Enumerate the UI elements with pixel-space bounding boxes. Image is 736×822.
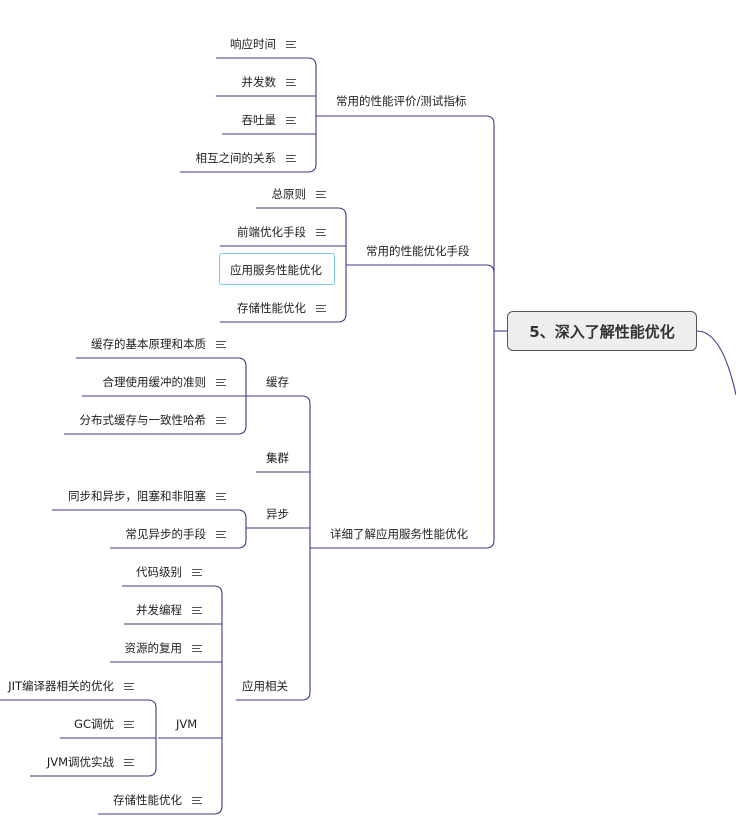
topic-label: 前端优化手段 xyxy=(237,225,306,239)
topic-storage-optimization[interactable]: 存储性能优化 xyxy=(200,301,326,315)
root-topic[interactable]: 5、深入了解性能优化 xyxy=(507,311,697,351)
topic-app-storage-optimization[interactable]: 存储性能优化 xyxy=(60,793,202,807)
topic-concurrency[interactable]: 并发数 xyxy=(180,75,296,89)
topic-general-principles[interactable]: 总原则 xyxy=(210,187,326,201)
notes-icon[interactable] xyxy=(316,303,326,314)
topic-label: GC调优 xyxy=(74,717,114,731)
notes-icon[interactable] xyxy=(286,153,296,164)
notes-icon[interactable] xyxy=(286,39,296,50)
topic-label: 缓存的基本原理和本质 xyxy=(91,337,206,351)
notes-icon[interactable] xyxy=(124,757,134,768)
topic-sync-async-blocking[interactable]: 同步和异步，阻塞和非阻塞 xyxy=(30,489,226,503)
topic-cache-guidelines[interactable]: 合理使用缓冲的准则 xyxy=(40,375,226,389)
notes-icon[interactable] xyxy=(192,605,202,616)
notes-icon[interactable] xyxy=(316,227,326,238)
topic-label: 合理使用缓冲的准则 xyxy=(102,375,207,389)
topic-async[interactable]: 异步 xyxy=(266,507,289,521)
topic-jvm[interactable]: JVM xyxy=(176,717,198,731)
topic-resource-reuse[interactable]: 资源的复用 xyxy=(60,641,202,655)
topic-jit-compiler[interactable]: JIT编译器相关的优化 xyxy=(0,679,134,693)
topic-gc-tuning[interactable]: GC调优 xyxy=(40,717,134,731)
topic-label: 常见异步的手段 xyxy=(125,527,207,541)
topic-distributed-cache[interactable]: 分布式缓存与一致性哈希 xyxy=(40,413,226,427)
topic-label: 资源的复用 xyxy=(124,641,183,655)
notes-icon[interactable] xyxy=(216,529,226,540)
topic-jvm-tuning-practice[interactable]: JVM调优实战 xyxy=(20,755,134,769)
topic-label: 分布式缓存与一致性哈希 xyxy=(79,413,207,427)
notes-icon[interactable] xyxy=(124,719,134,730)
notes-icon[interactable] xyxy=(286,115,296,126)
topic-response-time[interactable]: 响应时间 xyxy=(180,37,296,51)
topic-label: JIT编译器相关的优化 xyxy=(8,679,114,693)
topic-label: 响应时间 xyxy=(230,37,276,51)
notes-icon[interactable] xyxy=(216,377,226,388)
notes-icon[interactable] xyxy=(216,491,226,502)
branch-app-service-detail[interactable]: 详细了解应用服务性能优化 xyxy=(330,527,468,541)
topic-label: 存储性能优化 xyxy=(113,793,182,807)
topic-cache-principles[interactable]: 缓存的基本原理和本质 xyxy=(40,337,226,351)
topic-label: 并发数 xyxy=(241,75,277,89)
branch-optimization-methods[interactable]: 常用的性能优化手段 xyxy=(366,244,470,258)
branch-performance-metrics[interactable]: 常用的性能评价/测试指标 xyxy=(336,94,467,108)
notes-icon[interactable] xyxy=(124,681,134,692)
selection-outline xyxy=(219,253,335,285)
topic-code-level[interactable]: 代码级别 xyxy=(80,565,202,579)
notes-icon[interactable] xyxy=(192,643,202,654)
notes-icon[interactable] xyxy=(316,189,326,200)
topic-label: 总原则 xyxy=(271,187,307,201)
topic-label: 代码级别 xyxy=(136,565,182,579)
notes-icon[interactable] xyxy=(216,339,226,350)
topic-label: 相互之间的关系 xyxy=(195,151,277,165)
topic-label: 同步和异步，阻塞和非阻塞 xyxy=(68,489,206,503)
topic-frontend-optimization[interactable]: 前端优化手段 xyxy=(200,225,326,239)
topic-label: JVM调优实战 xyxy=(46,755,114,769)
topic-label: 存储性能优化 xyxy=(237,301,306,315)
topic-label: 吞吐量 xyxy=(241,113,277,127)
notes-icon[interactable] xyxy=(286,77,296,88)
topic-async-methods[interactable]: 常见异步的手段 xyxy=(60,527,226,541)
topic-cluster[interactable]: 集群 xyxy=(266,451,289,465)
topic-throughput[interactable]: 吞吐量 xyxy=(180,113,296,127)
notes-icon[interactable] xyxy=(192,567,202,578)
topic-concurrent-programming[interactable]: 并发编程 xyxy=(80,603,202,617)
notes-icon[interactable] xyxy=(192,795,202,806)
topic-relationships[interactable]: 相互之间的关系 xyxy=(150,151,296,165)
topic-application-related[interactable]: 应用相关 xyxy=(242,679,288,693)
notes-icon[interactable] xyxy=(216,415,226,426)
topic-cache[interactable]: 缓存 xyxy=(266,375,289,389)
topic-app-service-optimization[interactable]: 应用服务性能优化 xyxy=(230,263,322,277)
topic-label: 并发编程 xyxy=(136,603,182,617)
